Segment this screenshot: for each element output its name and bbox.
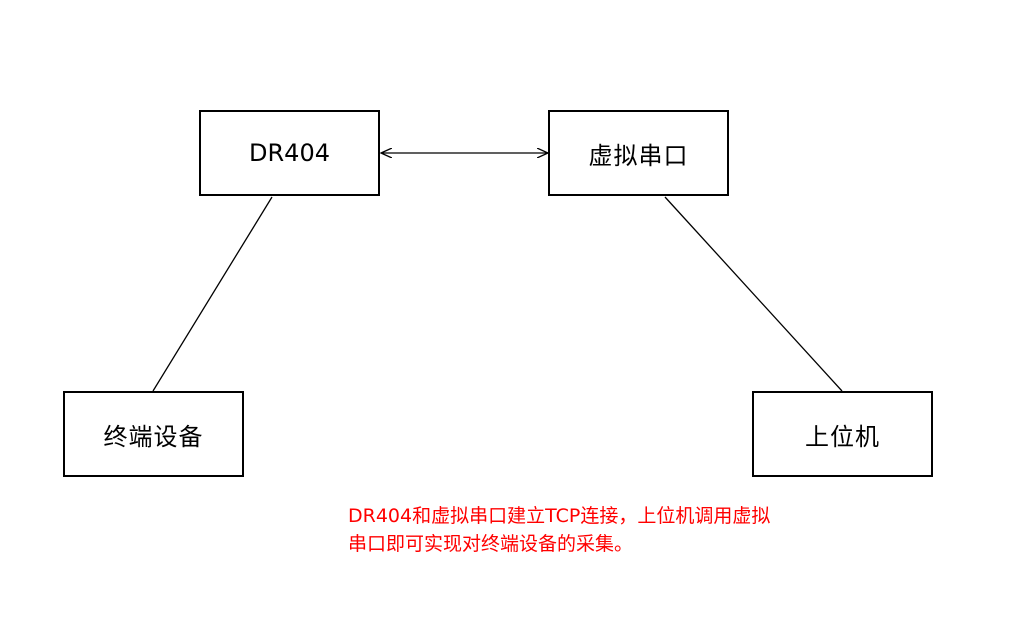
caption-line-2: 串口即可实现对终端设备的采集。 — [348, 533, 634, 555]
caption-line-1: DR404和虚拟串口建立TCP连接，上位机调用虚拟 — [348, 505, 771, 527]
node-terminal-device-label: 终端设备 — [103, 422, 204, 451]
node-host-computer: 上位机 — [752, 391, 933, 477]
node-terminal-device: 终端设备 — [63, 391, 244, 477]
node-host-computer-label: 上位机 — [805, 422, 880, 451]
node-virtual-serial: 虚拟串口 — [548, 110, 729, 196]
node-dr404: DR404 — [199, 110, 380, 196]
connector-virtual-serial-host — [664, 196, 843, 392]
diagram-caption: DR404和虚拟串口建立TCP连接，上位机调用虚拟 串口即可实现对终端设备的采集… — [348, 502, 828, 558]
node-dr404-label: DR404 — [249, 139, 330, 167]
connector-dr404-terminal — [152, 196, 273, 392]
node-virtual-serial-label: 虚拟串口 — [588, 141, 689, 170]
